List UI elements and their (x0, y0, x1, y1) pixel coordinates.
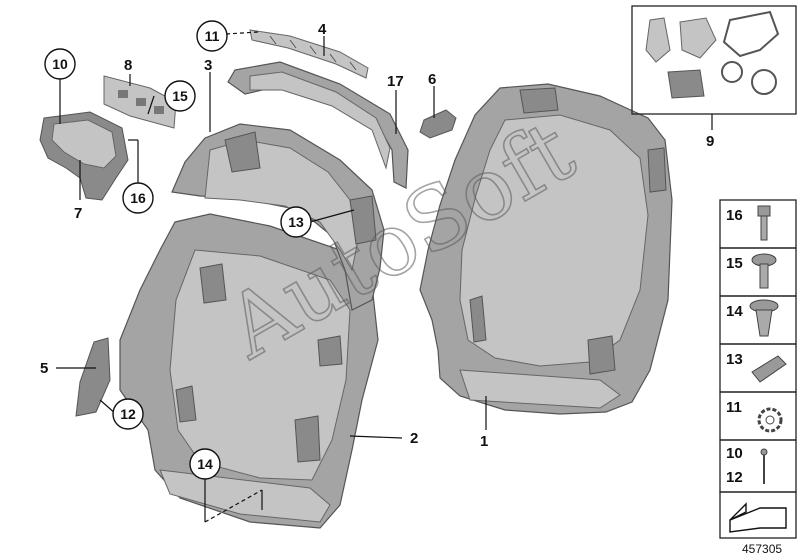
callout-8: 8 (124, 57, 132, 74)
arrow-icon (729, 502, 787, 533)
callout-12: 12 (120, 406, 136, 422)
callout-4: 4 (318, 21, 327, 38)
bolt-icon (751, 253, 777, 289)
part-7-bracket (39, 111, 129, 201)
callout-14: 14 (197, 456, 213, 472)
part-3-upper-trim (171, 123, 385, 311)
part-6-connector (419, 109, 457, 139)
part-9-hardware-box (631, 5, 797, 115)
callout-10: 10 (52, 56, 68, 72)
callout-13: 13 (288, 214, 304, 230)
callout-2: 2 (410, 430, 418, 447)
lock-washer-icon (757, 407, 783, 433)
callout-9: 9 (706, 133, 714, 150)
callout-17: 17 (387, 73, 404, 90)
part-5-side-trim (75, 337, 111, 417)
callout-3: 3 (204, 57, 212, 74)
document-number: 457305 (742, 542, 782, 556)
callout-15: 15 (172, 88, 188, 104)
legend-num-10: 10 (726, 445, 743, 462)
expanding-rivet-icon (749, 299, 779, 337)
leader-lines (56, 31, 713, 523)
screw-icon (757, 205, 771, 241)
part-1-rear-panel (419, 83, 673, 415)
callout-16: 16 (130, 190, 146, 206)
legend-num-12: 12 (726, 469, 743, 486)
callout-11: 11 (205, 28, 220, 44)
legend-num-16: 16 (726, 207, 743, 224)
legend-num-11: 11 (726, 399, 742, 416)
callout-6: 6 (428, 71, 436, 88)
legend-num-14: 14 (726, 303, 743, 320)
clip-nut-icon (751, 355, 787, 383)
fastener-legend: 16 15 14 13 11 10 12 (719, 199, 797, 539)
part-17-trim-strip (227, 61, 409, 189)
callout-7: 7 (74, 205, 82, 222)
part-8-plate (103, 75, 177, 129)
callout-1: 1 (480, 433, 488, 450)
part-4-cover-strip (249, 29, 369, 79)
legend-num-15: 15 (726, 255, 743, 272)
part-2-backrest-shell (119, 213, 379, 529)
callout-5: 5 (40, 360, 48, 377)
legend-num-13: 13 (726, 351, 743, 368)
pin-icon (760, 448, 768, 484)
